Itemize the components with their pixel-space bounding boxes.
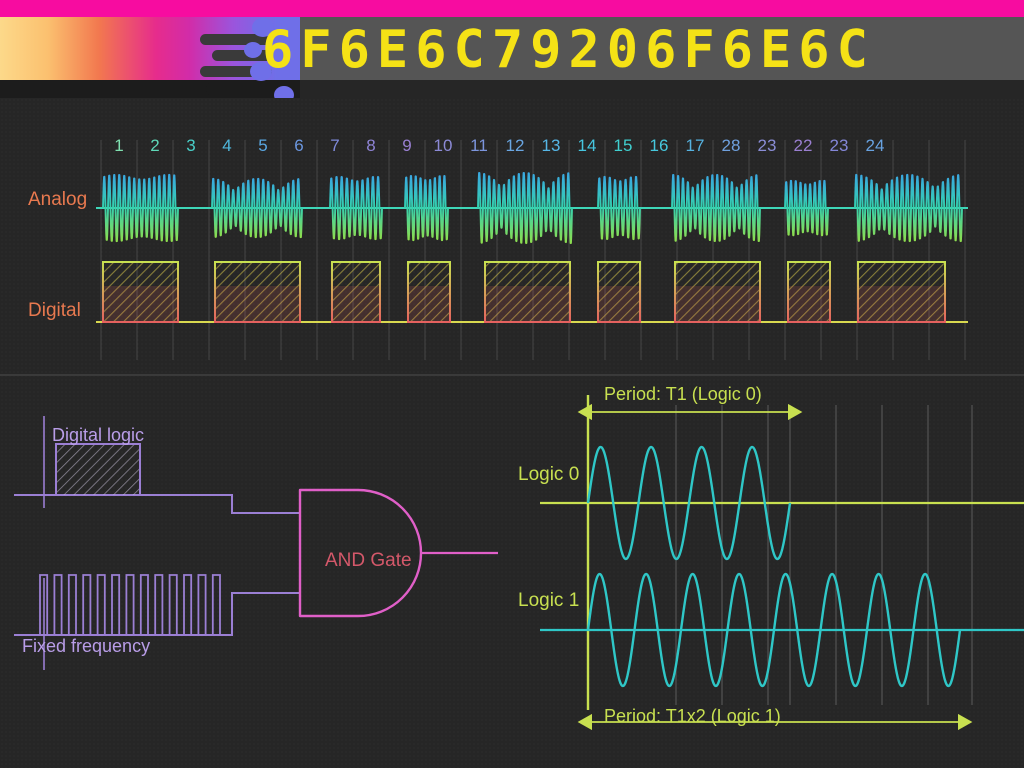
decor-bar-4 (206, 82, 278, 96)
tick-label: 15 (613, 136, 633, 155)
analog-row-label: Analog (28, 189, 88, 210)
timing-chart (0, 98, 1024, 368)
tick-label: 23 (829, 136, 849, 155)
decor-dot-3 (250, 62, 272, 81)
tick-label: 6 (294, 136, 304, 155)
tick-label: 2 (150, 136, 160, 155)
tick-label: 28 (721, 136, 741, 155)
period-t1-label: Period: T1 (Logic 0) (604, 384, 762, 404)
tick-label: 5 (258, 136, 268, 155)
tick-label: 9 (402, 136, 412, 155)
decor-bar-1 (200, 34, 272, 45)
tick-label: 14 (577, 136, 597, 155)
tick-label: 4 (222, 136, 232, 155)
tick-label: 8 (366, 136, 376, 155)
timing-chart-svg (96, 140, 968, 360)
and-gate-label: AND Gate (325, 550, 412, 571)
section-divider (0, 374, 1024, 376)
fixed-frequency-label: Fixed frequency (22, 636, 151, 656)
tick-label: 13 (541, 136, 561, 155)
magenta-accent-bar (0, 0, 1024, 17)
logic0-label: Logic 0 (518, 464, 580, 485)
period-t1x2-label: Period: T1x2 (Logic 1) (604, 706, 781, 726)
tick-label: 7 (330, 136, 340, 155)
banner-decor-glyphs (190, 12, 320, 98)
logic-period-diagram (540, 395, 1024, 731)
tick-label: 16 (649, 136, 669, 155)
decor-dot-2 (244, 42, 262, 58)
tick-label: 10 (433, 136, 453, 155)
decor-bar-3 (200, 66, 272, 77)
decor-dot-1 (252, 18, 274, 37)
tick-label: 23 (757, 136, 777, 155)
led-display-text: 6F6E6C79206F6E6C (262, 20, 875, 80)
tick-label: 12 (505, 136, 525, 155)
decor-dot-4 (274, 86, 294, 98)
and-gate-diagram (14, 416, 498, 670)
digital-logic-label: Digital logic (52, 425, 145, 445)
tick-label: 22 (793, 136, 813, 155)
decor-bar-2 (212, 50, 272, 61)
tick-label: 24 (865, 136, 885, 155)
tick-label: 11 (470, 136, 488, 155)
digital-row-label: Digital (28, 300, 81, 321)
top-banner: 6F6E6C79206F6E6C (0, 0, 1024, 98)
tick-label: 1 (114, 136, 124, 155)
tick-label: 17 (685, 136, 705, 155)
logic1-label: Logic 1 (518, 590, 580, 611)
tick-label: 3 (186, 136, 196, 155)
